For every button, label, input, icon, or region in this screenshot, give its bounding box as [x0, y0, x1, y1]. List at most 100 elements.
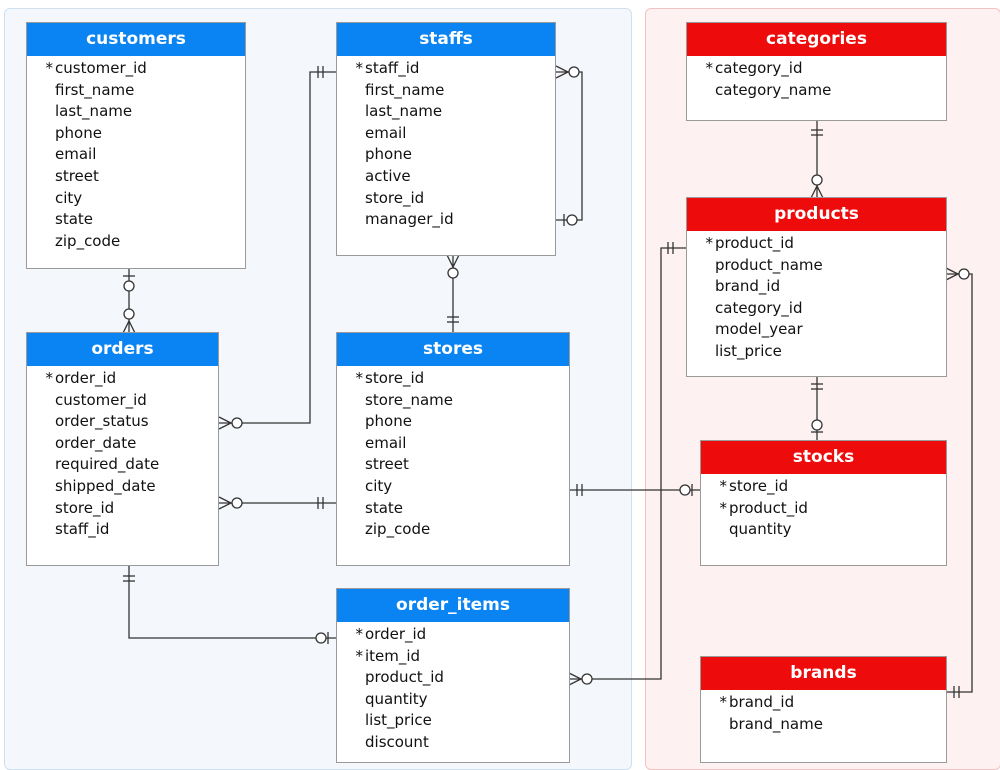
- field-name: product_id: [365, 668, 444, 687]
- field-row[interactable]: phone: [27, 123, 245, 145]
- field-row[interactable]: quantity: [701, 519, 946, 541]
- field-name: phone: [365, 412, 412, 431]
- field-name: required_date: [55, 455, 160, 474]
- primary-key-marker: *: [355, 59, 364, 77]
- field-row[interactable]: street: [27, 166, 245, 188]
- field-row[interactable]: email: [27, 144, 245, 166]
- field-row[interactable]: list_price: [687, 341, 946, 363]
- primary-key-marker: *: [719, 693, 728, 711]
- primary-key-marker: *: [705, 234, 714, 252]
- field-row[interactable]: order_status: [27, 411, 218, 433]
- field-name: order_id: [365, 625, 427, 643]
- field-name: city: [365, 476, 393, 495]
- rel-products-stocks: [811, 376, 823, 440]
- field-name: store_id: [365, 369, 425, 387]
- field-name: first_name: [365, 80, 445, 99]
- field-row[interactable]: *staff_id: [337, 58, 555, 80]
- field-row[interactable]: *order_id: [27, 368, 218, 390]
- field-name: state: [365, 498, 403, 517]
- field-row[interactable]: *product_id: [687, 233, 946, 255]
- rel-stores-orders: [218, 496, 336, 510]
- field-row[interactable]: category_name: [687, 80, 946, 102]
- field-name: order_date: [55, 433, 137, 452]
- field-row[interactable]: brand_name: [701, 714, 946, 736]
- field-name: order_status: [55, 412, 149, 431]
- field-row[interactable]: shipped_date: [27, 476, 218, 498]
- rel-stores-stocks: [569, 484, 700, 496]
- field-row[interactable]: state: [337, 498, 569, 520]
- field-row[interactable]: manager_id: [337, 209, 555, 231]
- field-name: category_name: [715, 80, 832, 99]
- field-name: state: [55, 210, 93, 229]
- field-row[interactable]: store_id: [337, 188, 555, 210]
- field-row[interactable]: city: [337, 476, 569, 498]
- field-row[interactable]: last_name: [27, 101, 245, 123]
- field-row[interactable]: city: [27, 188, 245, 210]
- field-name: staff_id: [365, 59, 420, 77]
- field-row[interactable]: store_id: [27, 498, 218, 520]
- field-row[interactable]: product_name: [687, 255, 946, 277]
- field-row[interactable]: state: [27, 209, 245, 231]
- field-row[interactable]: *item_id: [337, 646, 569, 668]
- field-name: shipped_date: [55, 476, 156, 495]
- entity-title: staffs: [337, 23, 555, 56]
- field-row[interactable]: first_name: [27, 80, 245, 102]
- rel-products-order-items: [568, 242, 686, 686]
- primary-key-marker: *: [355, 625, 364, 643]
- field-row[interactable]: phone: [337, 144, 555, 166]
- field-row[interactable]: email: [337, 123, 555, 145]
- field-row[interactable]: list_price: [337, 710, 569, 732]
- field-row[interactable]: street: [337, 454, 569, 476]
- field-row[interactable]: *category_id: [687, 58, 946, 80]
- field-row[interactable]: first_name: [337, 80, 555, 102]
- field-row[interactable]: staff_id: [27, 519, 218, 541]
- field-row[interactable]: store_name: [337, 390, 569, 412]
- field-row[interactable]: *order_id: [337, 624, 569, 646]
- rel-staffs-manager: [555, 65, 583, 226]
- field-row[interactable]: last_name: [337, 101, 555, 123]
- field-row[interactable]: *store_id: [337, 368, 569, 390]
- field-name: last_name: [365, 102, 443, 121]
- field-row[interactable]: active: [337, 166, 555, 188]
- field-row[interactable]: zip_code: [27, 231, 245, 253]
- field-name: product_name: [715, 255, 823, 274]
- field-row[interactable]: quantity: [337, 689, 569, 711]
- field-row[interactable]: email: [337, 433, 569, 455]
- field-name: store_id: [729, 477, 789, 495]
- field-row[interactable]: *customer_id: [27, 58, 245, 80]
- field-row[interactable]: order_date: [27, 433, 218, 455]
- field-row[interactable]: phone: [337, 411, 569, 433]
- field-name: quantity: [729, 520, 792, 539]
- field-row[interactable]: discount: [337, 732, 569, 754]
- rel-orders-order-items: [123, 565, 336, 644]
- field-row[interactable]: *brand_id: [701, 692, 946, 714]
- field-name: active: [365, 166, 411, 185]
- primary-key-marker: *: [705, 59, 714, 77]
- rel-customers-orders: [122, 268, 136, 334]
- field-row[interactable]: product_id: [337, 667, 569, 689]
- field-row[interactable]: brand_id: [687, 276, 946, 298]
- field-row[interactable]: *product_id: [701, 498, 946, 520]
- field-row[interactable]: zip_code: [337, 519, 569, 541]
- field-row[interactable]: *store_id: [701, 476, 946, 498]
- field-row[interactable]: model_year: [687, 319, 946, 341]
- field-row[interactable]: customer_id: [27, 390, 218, 412]
- field-name: category_id: [715, 59, 803, 77]
- field-name: phone: [365, 145, 412, 164]
- field-name: product_id: [715, 234, 794, 252]
- field-row[interactable]: required_date: [27, 454, 218, 476]
- rel-brands-products: [945, 267, 973, 698]
- entity-title: categories: [687, 23, 946, 56]
- rel-categories-products: [810, 120, 824, 199]
- primary-key-marker: *: [45, 59, 54, 77]
- field-row[interactable]: category_id: [687, 298, 946, 320]
